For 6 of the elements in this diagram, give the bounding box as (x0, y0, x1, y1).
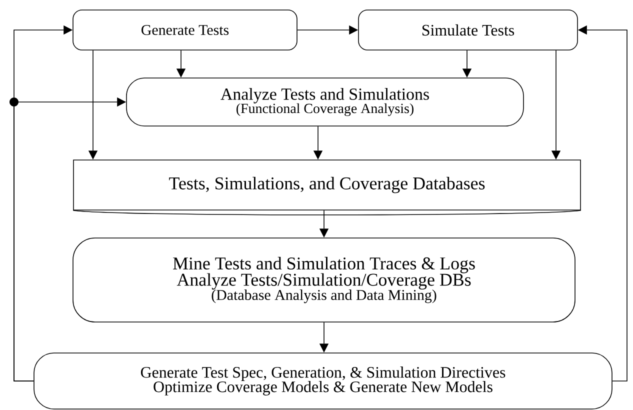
process-box: Mine Tests and Simulation Traces & Logs Analyze Tests/Simulation/Coverage DBs (Database Analysis and Data Mining) (72, 238, 576, 322)
process-box: Simulate Tests (358, 10, 578, 50)
process-box: Analyze Tests and Simulations (Functional Coverage Analysis) (126, 78, 524, 126)
process-box: Generate Test Spec, Generation, & Simulation Directives Optimize Coverage Models & Generate New Models (34, 352, 612, 410)
database-box: Tests, Simulations, and Coverage Databases (72, 160, 582, 216)
process-box: Generate Tests (72, 10, 298, 50)
